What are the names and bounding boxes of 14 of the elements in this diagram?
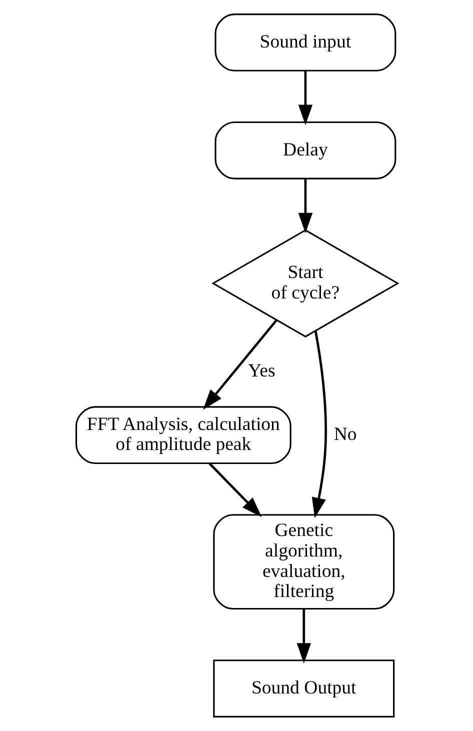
node-box: Sound input bbox=[214, 14, 396, 72]
edge-label: Yes bbox=[247, 360, 275, 382]
node-box: Delay bbox=[214, 121, 396, 180]
arrow bbox=[298, 178, 312, 234]
arrow bbox=[298, 71, 312, 126]
node-diamond: Start of cycle? bbox=[211, 229, 399, 338]
node-box: Sound Output bbox=[212, 660, 394, 718]
arrow bbox=[311, 330, 326, 518]
node-box: FFT Analysis, calculation of amplitude peak bbox=[74, 406, 291, 464]
arrow bbox=[296, 609, 310, 664]
edge-label: No bbox=[333, 424, 356, 445]
node-box: Genetic algorithm, evaluation, filtering bbox=[212, 514, 394, 610]
arrow bbox=[208, 462, 262, 518]
arrow bbox=[202, 319, 277, 410]
